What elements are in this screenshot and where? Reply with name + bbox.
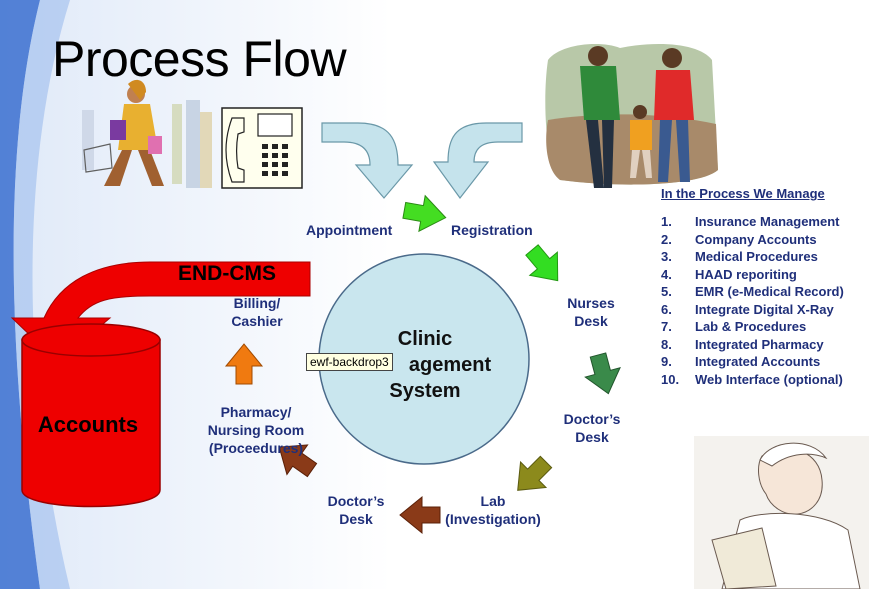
- process-list-item-number: 5.: [661, 284, 672, 299]
- process-list-item: 10. Web Interface (optional): [661, 371, 869, 389]
- billing-line-2: Cashier: [231, 313, 283, 329]
- center-line-1: Clinic: [397, 328, 453, 350]
- process-list-item: 4. HAAD reporiting: [661, 266, 869, 284]
- accounts-label: Accounts: [37, 412, 139, 437]
- clinic-management-system-label: Clinic agement System: [340, 326, 510, 404]
- process-list-item: 9. Integrated Accounts: [661, 353, 869, 371]
- lab-line-1: Lab: [480, 493, 506, 509]
- process-list-item-number: 2.: [661, 231, 672, 247]
- process-list-item-number: 8.: [661, 336, 672, 352]
- process-list-item: 2. Company Accounts: [661, 231, 869, 249]
- process-list-item: 8. Integrated Pharmacy: [661, 336, 869, 354]
- nurses-desk-line-1: Nurses: [567, 295, 615, 311]
- billing-line-1: Billing/: [233, 295, 281, 311]
- left-swoosh-decoration: [0, 0, 40, 589]
- process-list-item: 7. Lab & Procedures: [661, 318, 869, 336]
- process-list-item: 3. Medical Procedures: [661, 248, 869, 266]
- process-list-item-number: 9.: [661, 354, 672, 369]
- registration-curve-arrow: [432, 122, 523, 200]
- pharmacy-arrow: [224, 343, 264, 385]
- appointment-label: Appointment: [306, 222, 393, 238]
- nurse-sketch-illustration: [694, 436, 869, 589]
- lab-line-2: (Investigation): [445, 511, 541, 527]
- process-list-item: 5. EMR (e-Medical Record): [661, 283, 869, 301]
- pharmacy-line-3: (Proceedures): [208, 440, 304, 456]
- process-list-item-text: Medical Procedures: [695, 249, 818, 264]
- process-list-heading: In the Process We Manage: [661, 186, 825, 201]
- process-list-item-text: Company Accounts: [695, 231, 817, 247]
- appointment-curve-arrow: [321, 122, 414, 199]
- doctors-desk-1-line-1: Doctor’s: [563, 411, 621, 427]
- doctors-desk-2-line-1: Doctor’s: [327, 493, 385, 509]
- doctors-desk-2-arrow: [278, 444, 318, 478]
- doctors-desk-1-label: Doctor’s Desk: [554, 410, 630, 446]
- process-list-item-number: 7.: [661, 319, 672, 334]
- process-list-item: 6. Integrate Digital X-Ray: [661, 301, 869, 319]
- nurses-desk-line-2: Desk: [574, 313, 608, 329]
- center-line-3: System: [389, 380, 461, 402]
- end-cms-label: END-CMS: [178, 262, 276, 285]
- doctors-desk-1-line-2: Desk: [575, 429, 609, 445]
- process-list-item-number: 3.: [661, 249, 672, 264]
- process-list-item-number: 6.: [661, 301, 672, 317]
- process-list-item-number: 10.: [661, 371, 680, 387]
- nurses-arrow: [584, 352, 621, 395]
- process-list-item-text: Integrate Digital X-Ray: [695, 301, 834, 317]
- process-list-item-text: Lab & Procedures: [695, 319, 807, 334]
- doctors-desk-2-label: Doctor’s Desk: [318, 492, 394, 528]
- process-list-item-text: HAAD reporiting: [695, 266, 797, 282]
- process-list-item-text: Insurance Management: [695, 214, 840, 229]
- process-list-item-number: 1.: [661, 214, 672, 229]
- appointment-arrow: [402, 194, 447, 233]
- process-list-item-text: Integrated Accounts: [695, 354, 821, 369]
- center-line-2: agement: [408, 354, 492, 376]
- telephone-illustration: [221, 107, 303, 189]
- process-list-item-text: EMR (e-Medical Record): [695, 284, 844, 299]
- process-list-item-text: Integrated Pharmacy: [695, 336, 824, 352]
- pharmacy-label: Pharmacy/ Nursing Room (Proceedures): [196, 403, 316, 457]
- pharmacy-line-2: Nursing Room: [207, 422, 305, 438]
- process-list-item-text: Web Interface (optional): [695, 371, 843, 387]
- process-list: In the Process We Manage 1. Insurance Man…: [661, 186, 869, 388]
- accounts-cylinder: [21, 323, 161, 508]
- nurses-desk-label: Nurses Desk: [556, 294, 626, 330]
- process-list-item-number: 4.: [661, 266, 672, 282]
- process-list-items: 1. Insurance Management 2. Company Accounts…: [661, 213, 869, 388]
- lab-arrow: [399, 495, 441, 535]
- process-list-item: 1. Insurance Management: [661, 213, 869, 231]
- shopping-woman-illustration: [82, 79, 212, 188]
- lab-label: Lab (Investigation): [440, 492, 546, 528]
- pharmacy-line-1: Pharmacy/: [220, 404, 292, 420]
- family-photo: [545, 44, 718, 188]
- registration-arrow: [525, 244, 559, 282]
- doctors-desk-2-line-2: Desk: [339, 511, 373, 527]
- doctors-desk-1-arrow: [517, 455, 553, 491]
- registration-label: Registration: [451, 222, 533, 238]
- hover-tooltip: ewf-backdrop3: [306, 353, 393, 371]
- billing-label: Billing/ Cashier: [222, 294, 292, 330]
- page-title: Process Flow: [52, 31, 347, 87]
